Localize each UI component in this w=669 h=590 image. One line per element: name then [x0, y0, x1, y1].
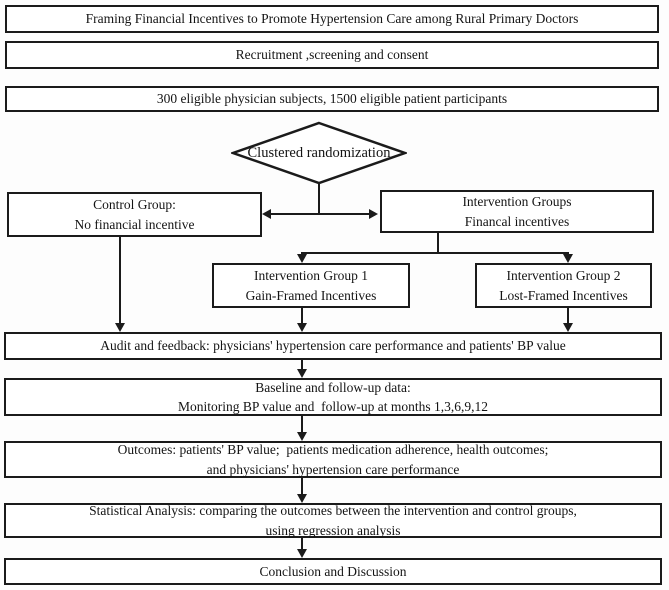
control-group-line1: Control Group: [93, 197, 176, 213]
connector-diamond-stem [318, 183, 320, 215]
connector-baseline-to-outcomes [301, 416, 303, 433]
statistical-analysis-line2: using regression analysis [265, 522, 401, 538]
recruitment-box: Recruitment ,screening and consent [5, 41, 659, 69]
title-box-label: Framing Financial Incentives to Promote … [85, 11, 579, 27]
intervention-groups-line2: Financal incentives [464, 213, 570, 229]
audit-feedback-box: Audit and feedback: physicians' hyperten… [4, 332, 662, 360]
connector-intervention-stem [437, 231, 439, 254]
connector-subgroup-branch [301, 252, 569, 254]
conclusion-box: Conclusion and Discussion [4, 558, 662, 585]
arrowhead-statistics-to-conclusion-icon [297, 549, 307, 558]
intervention-group-1-box: Intervention Group 1 Gain-Framed Incenti… [212, 263, 410, 308]
eligibility-box: 300 eligible physician subjects, 1500 el… [5, 86, 659, 112]
connector-statistics-to-conclusion [301, 538, 303, 550]
intervention-group-2-line2: Lost-Framed Incentives [499, 287, 628, 303]
connector-outcomes-to-statistics [301, 478, 303, 495]
arrowhead-outcomes-to-statistics-icon [297, 494, 307, 503]
intervention-group-2-line1: Intervention Group 2 [506, 268, 621, 284]
intervention-group-2-box: Intervention Group 2 Lost-Framed Incenti… [475, 263, 652, 308]
baseline-followup-line1: Baseline and follow-up data: [255, 379, 411, 395]
arrowhead-audit-to-baseline-icon [297, 369, 307, 378]
arrowhead-to-intervention-icon [369, 209, 378, 219]
connector-group1-to-audit [301, 308, 303, 324]
connector-randomization-split [270, 213, 370, 215]
intervention-group-1-line2: Gain-Framed Incentives [245, 287, 377, 303]
recruitment-box-label: Recruitment ,screening and consent [235, 47, 429, 63]
baseline-followup-line2: Monitoring BP value and follow-up at mon… [178, 399, 488, 414]
connector-control-to-audit [119, 237, 121, 324]
intervention-groups-line1: Intervention Groups [462, 194, 572, 210]
arrowhead-control-to-audit-icon [115, 323, 125, 332]
outcomes-line2: and physicians' hypertension care perfor… [206, 461, 460, 477]
baseline-followup-box: Baseline and follow-up data: Monitoring … [4, 378, 662, 416]
connector-group2-to-audit [567, 308, 569, 324]
arrowhead-to-control-icon [262, 209, 271, 219]
arrowhead-baseline-to-outcomes-icon [297, 432, 307, 441]
control-group-box: Control Group: No financial incentive [7, 192, 262, 237]
conclusion-label: Conclusion and Discussion [259, 563, 407, 579]
arrowhead-to-group2-icon [563, 254, 573, 263]
randomization-diamond: Clustered randomization [231, 121, 407, 185]
connector-audit-to-baseline [301, 360, 303, 370]
eligibility-box-label: 300 eligible physician subjects, 1500 el… [156, 91, 508, 107]
arrowhead-group1-to-audit-icon [297, 323, 307, 332]
outcomes-box: Outcomes: patients' BP value; patients m… [4, 441, 662, 478]
arrowhead-to-group1-icon [297, 254, 307, 263]
control-group-line2: No financial incentive [74, 216, 195, 232]
arrowhead-group2-to-audit-icon [563, 323, 573, 332]
intervention-group-1-line1: Intervention Group 1 [254, 268, 368, 284]
intervention-groups-box: Intervention Groups Financal incentives [380, 190, 654, 233]
audit-feedback-label: Audit and feedback: physicians' hyperten… [100, 338, 566, 354]
randomization-diamond-label: Clustered randomization [247, 144, 391, 161]
outcomes-line1: Outcomes: patients' BP value; patients m… [117, 442, 549, 458]
statistical-analysis-line1: Statistical Analysis: comparing the outc… [89, 503, 577, 519]
title-box: Framing Financial Incentives to Promote … [5, 5, 659, 33]
statistical-analysis-box: Statistical Analysis: comparing the outc… [4, 503, 662, 538]
